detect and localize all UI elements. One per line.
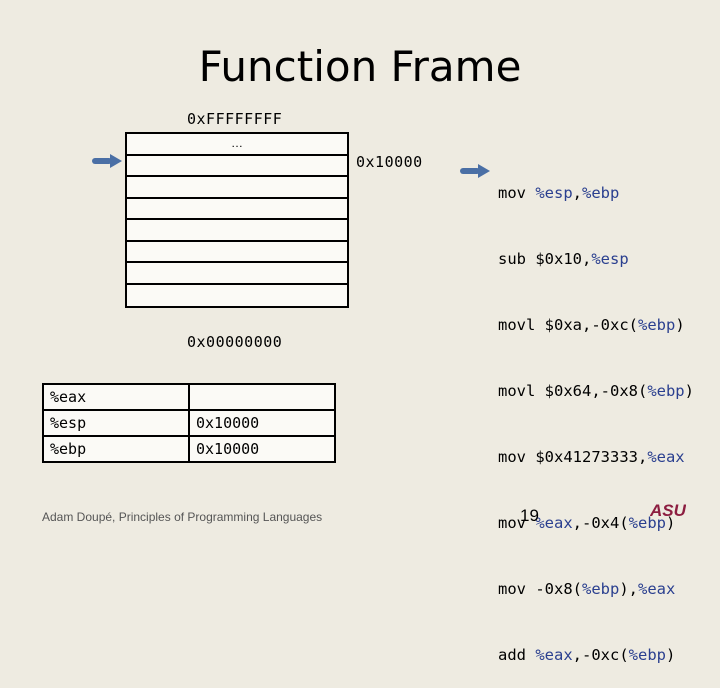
register-name: %eax bbox=[42, 383, 190, 411]
stack-bottom-address: 0x00000000 bbox=[187, 333, 283, 351]
slide-title: Function Frame bbox=[198, 42, 522, 91]
frame-address-label: 0x10000 bbox=[356, 153, 423, 171]
register-name: %ebp bbox=[42, 435, 190, 463]
register-value: 0x10000 bbox=[188, 409, 336, 437]
stack-top-address: 0xFFFFFFFF bbox=[187, 110, 283, 128]
stack-cell bbox=[127, 220, 347, 242]
register-row: %eax bbox=[42, 383, 336, 411]
code-line: mov %eax,-0x4(%ebp) bbox=[498, 514, 676, 532]
register-value bbox=[188, 383, 336, 411]
code-line: mov $0x41273333,%eax bbox=[498, 448, 685, 466]
register-value: 0x10000 bbox=[188, 435, 336, 463]
stack-diagram: … bbox=[125, 132, 349, 308]
code-line: movl $0x64,-0x8(%ebp) bbox=[498, 382, 694, 400]
assembly-code: mov %esp,%ebp sub $0x10,%esp movl $0xa,-… bbox=[498, 138, 694, 688]
instruction-pointer-arrow-icon bbox=[460, 164, 490, 178]
stack-cell bbox=[127, 177, 347, 199]
register-row: %esp 0x10000 bbox=[42, 409, 336, 437]
logo-text: ASU bbox=[650, 501, 686, 520]
stack-cell bbox=[127, 285, 347, 307]
register-name: %esp bbox=[42, 409, 190, 437]
stack-cell: … bbox=[127, 134, 347, 156]
stack-pointer-arrow-icon bbox=[92, 154, 122, 168]
stack-cell bbox=[127, 263, 347, 285]
footer-text: Adam Doupé, Principles of Programming La… bbox=[42, 510, 323, 524]
code-line: sub $0x10,%esp bbox=[498, 250, 629, 268]
register-table: %eax %esp 0x10000 %ebp 0x10000 bbox=[42, 383, 336, 463]
code-line: movl $0xa,-0xc(%ebp) bbox=[498, 316, 685, 334]
stack-cell bbox=[127, 199, 347, 220]
stack-cell bbox=[127, 242, 347, 263]
register-row: %ebp 0x10000 bbox=[42, 435, 336, 463]
page-number: 19 bbox=[520, 506, 539, 525]
code-line: mov %esp,%ebp bbox=[498, 184, 620, 202]
code-line: add %eax,-0xc(%ebp) bbox=[498, 646, 676, 664]
asu-logo-icon: ASU bbox=[650, 501, 686, 520]
stack-cell bbox=[127, 156, 347, 177]
code-line: mov -0x8(%ebp),%eax bbox=[498, 580, 676, 598]
